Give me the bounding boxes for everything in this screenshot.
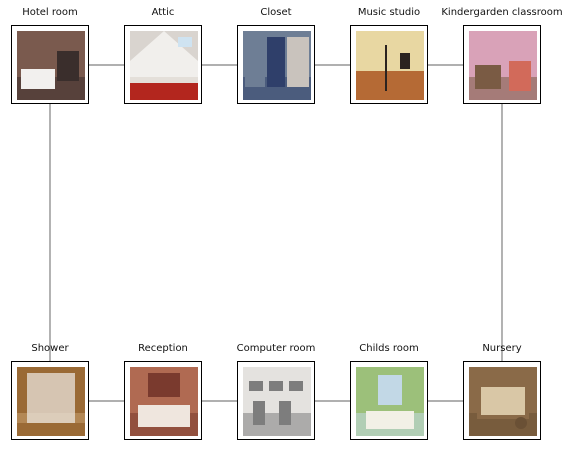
node-label-hotel: Hotel room (22, 7, 78, 18)
node-label-closet: Closet (260, 7, 292, 18)
closet-photo (243, 31, 311, 100)
node-label-kindergarden: Kindergarden classroom (441, 7, 563, 18)
node-reception (124, 361, 202, 440)
computer-room-photo (243, 367, 311, 436)
hotel-room-photo (17, 31, 85, 100)
node-label-nursery: Nursery (482, 343, 522, 354)
node-label-attic: Attic (151, 7, 175, 18)
node-hotel (11, 25, 89, 104)
node-label-childs: Childs room (359, 343, 419, 354)
node-attic (124, 25, 202, 104)
node-closet (237, 25, 315, 104)
attic-photo (130, 31, 198, 100)
node-shower (11, 361, 89, 440)
node-label-music: Music studio (357, 7, 421, 18)
node-kindergarden (463, 25, 541, 104)
node-label-shower: Shower (31, 343, 69, 354)
childs-room-photo (356, 367, 424, 436)
node-nursery (463, 361, 541, 440)
node-childs (350, 361, 428, 440)
node-label-computer: Computer room (236, 343, 316, 354)
music-studio-photo (356, 31, 424, 100)
node-computer (237, 361, 315, 440)
reception-photo (130, 367, 198, 436)
shower-photo (17, 367, 85, 436)
kindergarden-classroom-photo (469, 31, 537, 100)
node-music (350, 25, 428, 104)
nursery-photo (469, 367, 537, 436)
node-label-reception: Reception (138, 343, 188, 354)
